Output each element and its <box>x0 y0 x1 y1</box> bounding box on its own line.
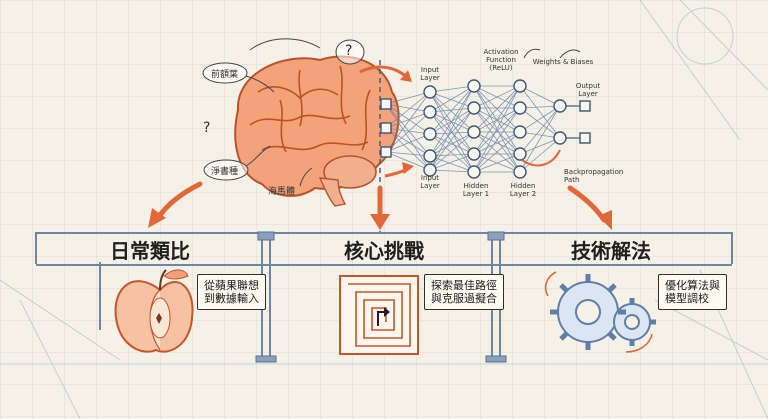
network-edge <box>519 137 561 173</box>
network-edge <box>473 85 521 155</box>
network-edge <box>385 133 431 153</box>
network-node <box>423 149 437 163</box>
network-edge <box>385 103 431 135</box>
network-edge <box>385 127 431 135</box>
network-edge <box>385 151 431 157</box>
network-edge <box>473 85 521 173</box>
network-edge <box>429 153 475 171</box>
backpropagation-label: Backpropagation Path <box>564 168 624 184</box>
network-edge <box>429 107 475 171</box>
network-edge <box>429 91 475 133</box>
hippocampus-label: 海馬體 <box>268 187 296 197</box>
network-node <box>423 85 437 99</box>
network-edge <box>429 91 475 155</box>
network-edge <box>385 103 431 171</box>
network-edge <box>385 127 431 157</box>
network-edge <box>385 91 431 153</box>
input-layer-top-label: Input Layer <box>420 66 440 82</box>
network-edge <box>429 131 475 171</box>
section-title-challenge: 核心挑戰 <box>344 239 424 263</box>
question-mark-icon: ? <box>345 43 353 59</box>
frontal-lobe-label: 前額葉 <box>211 70 239 80</box>
challenge-note: 探索最佳路徑 與克服過擬合 <box>424 274 504 310</box>
network-edge <box>429 85 475 157</box>
network-node <box>423 163 437 177</box>
network-edge <box>473 131 521 173</box>
network-edge <box>385 151 431 171</box>
analogy-note: 從蘋果聯想 到數據輸入 <box>197 274 266 310</box>
network-edge <box>519 131 561 139</box>
network-edge <box>473 85 521 109</box>
network-edge <box>385 103 431 157</box>
network-node <box>423 105 437 119</box>
network-node <box>467 165 481 179</box>
network-edge <box>385 103 431 113</box>
network-node <box>467 125 481 139</box>
activation-function-label: Activation Function (ReLU) <box>483 48 519 72</box>
cerebral-label: 淨書種 <box>211 167 239 177</box>
network-edge <box>385 91 431 105</box>
network-edge <box>473 107 521 155</box>
network-node <box>513 165 527 179</box>
network-node <box>380 98 392 110</box>
network-edge <box>473 131 521 155</box>
weights-biases-label: Weights & Biases <box>532 58 594 66</box>
network-edge <box>429 85 475 135</box>
network-edge <box>519 107 561 139</box>
network-edge <box>429 107 475 157</box>
network-edge <box>385 127 431 171</box>
network-edge <box>473 107 521 173</box>
hidden-layer-1-label: Hidden Layer 1 <box>462 182 490 198</box>
solution-note: 優化算法與 模型調校 <box>658 274 727 310</box>
network-edge <box>429 85 475 93</box>
network-edge <box>473 153 521 173</box>
network-edge <box>429 133 475 173</box>
network-edge <box>429 131 475 157</box>
network-edge <box>429 169 475 173</box>
network-edge <box>519 85 561 107</box>
network-edge <box>429 111 475 173</box>
question-mark-icon: ? <box>203 120 211 136</box>
network-edge <box>429 155 475 173</box>
section-beam <box>36 232 732 266</box>
section-title-solution: 技術解法 <box>571 239 651 263</box>
network-edge <box>519 105 561 133</box>
network-edge <box>519 137 561 155</box>
network-node <box>513 79 527 93</box>
network-edge <box>429 85 475 113</box>
network-edge <box>519 105 561 155</box>
network-node <box>380 146 392 158</box>
network-node <box>513 147 527 161</box>
network-edge <box>429 131 475 135</box>
network-edge <box>519 85 561 139</box>
network-edge <box>385 91 431 129</box>
network-edge <box>429 111 475 133</box>
network-node <box>513 125 527 139</box>
network-node <box>513 101 527 115</box>
network-edge <box>429 91 475 109</box>
input-layer-bottom-label: Input Layer <box>420 174 440 190</box>
network-edge <box>473 85 521 133</box>
section-title-analogy: 日常類比 <box>110 239 190 263</box>
network-node <box>467 101 481 115</box>
output-layer-label: Output Layer <box>575 82 601 98</box>
network-node <box>467 147 481 161</box>
network-node <box>380 122 392 134</box>
network-edge <box>385 111 431 153</box>
hidden-layer-2-label: Hidden Layer 2 <box>509 182 537 198</box>
network-edge <box>385 111 431 129</box>
network-node <box>423 127 437 141</box>
network-edge <box>429 85 475 171</box>
network-node <box>467 79 481 93</box>
network-edge <box>519 105 561 173</box>
